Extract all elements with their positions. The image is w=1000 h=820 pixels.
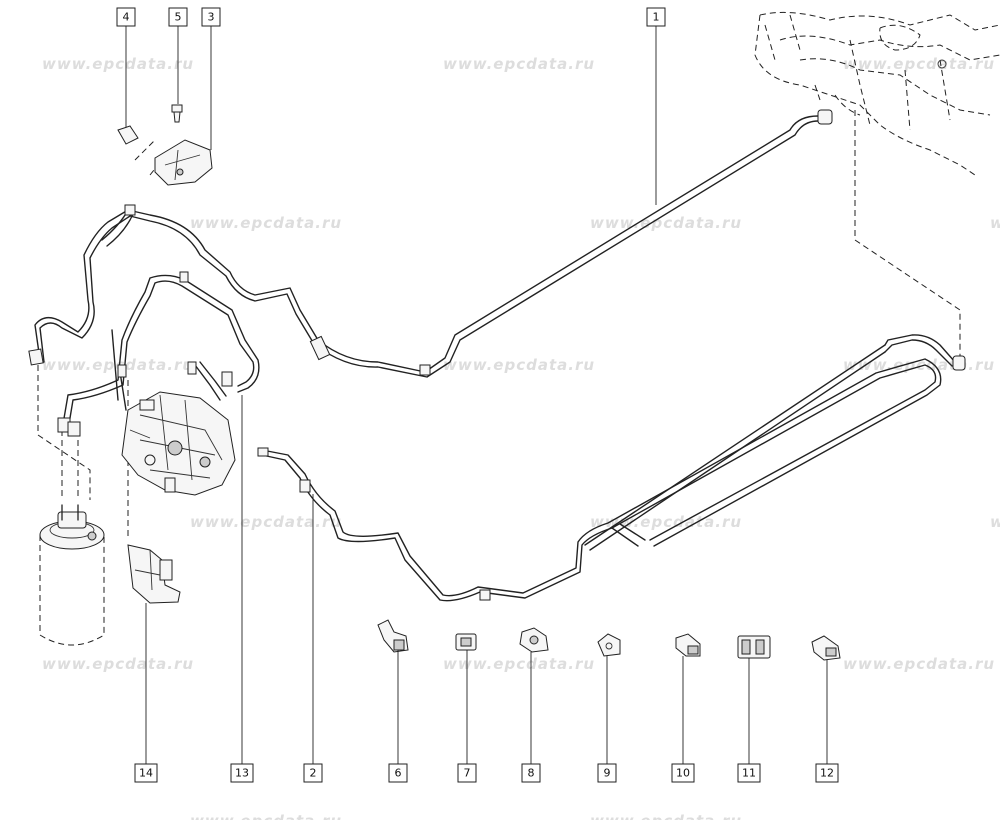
clip-12 (811, 635, 841, 661)
callout-5: 5 (168, 7, 188, 27)
callout-1-label: 1 (653, 11, 660, 24)
watermark-text: www.epcdata.ru (590, 513, 742, 531)
clip-6 (377, 619, 409, 653)
clip-11 (737, 635, 771, 659)
bracket-14 (127, 544, 181, 604)
callouts: 1 2 3 4 5 6 7 8 (116, 7, 839, 783)
watermark-text: www.epcdata.ru (843, 655, 995, 673)
watermark-text: www.epcdata.ru (590, 214, 742, 232)
watermark-text: www.epcdata.ru (443, 356, 595, 374)
callout-13: 13 (230, 763, 254, 783)
callout-10: 10 (671, 763, 695, 783)
callout-2: 2 (303, 763, 323, 783)
callout-12: 12 (815, 763, 839, 783)
clip-8 (519, 627, 549, 653)
callout-11: 11 (737, 763, 761, 783)
engine-outline (754, 11, 1000, 176)
callout-14-label: 14 (139, 767, 153, 780)
callout-9: 9 (597, 763, 617, 783)
callout-8: 8 (521, 763, 541, 783)
callout-6-label: 6 (395, 767, 402, 780)
watermark-text: www.epcdata.ru (443, 655, 595, 673)
callout-3: 3 (201, 7, 221, 27)
callout-12-label: 12 (820, 767, 834, 780)
callout-1: 1 (646, 7, 666, 27)
pipe-fittings (28, 109, 966, 601)
callout-2-label: 2 (310, 767, 317, 780)
callout-8-label: 8 (528, 767, 535, 780)
watermark-text: www.epcdata.ru (590, 812, 742, 820)
callout-6: 6 (388, 763, 408, 783)
clip-10 (675, 633, 701, 657)
watermark-text: www.epcdata.ru (42, 655, 194, 673)
callout-11-label: 11 (742, 767, 756, 780)
parts-3-4-5 (117, 104, 213, 186)
watermark-text: www.epcdata.ru (190, 812, 342, 820)
watermark-text: www.epcdata.ru (843, 55, 995, 73)
fuel-pipes (34, 115, 956, 602)
watermark-text: www.epcdata.ru (990, 214, 1000, 232)
callout-9-label: 9 (604, 767, 611, 780)
callout-5-label: 5 (175, 11, 182, 24)
callout-13-label: 13 (235, 767, 249, 780)
watermark-text: www.epcdata.ru (190, 214, 342, 232)
watermark-text: www.epcdata.ru (42, 55, 194, 73)
callout-7-label: 7 (464, 767, 471, 780)
watermark-text: www.epcdata.ru (190, 513, 342, 531)
clips-row (377, 619, 841, 661)
callout-7: 7 (457, 763, 477, 783)
callout-4-label: 4 (123, 11, 130, 24)
clip-7 (455, 633, 477, 651)
fuel-filter (39, 504, 105, 646)
leader-lines (125, 26, 828, 764)
callout-14: 14 (134, 763, 158, 783)
watermark-text: www.epcdata.ru (443, 55, 595, 73)
watermark-text: www.epcdata.ru (990, 513, 1000, 531)
callout-10-label: 10 (676, 767, 690, 780)
clip-9 (597, 633, 621, 657)
callout-4: 4 (116, 7, 136, 27)
injection-pump (121, 391, 236, 496)
callout-3-label: 3 (208, 11, 215, 24)
